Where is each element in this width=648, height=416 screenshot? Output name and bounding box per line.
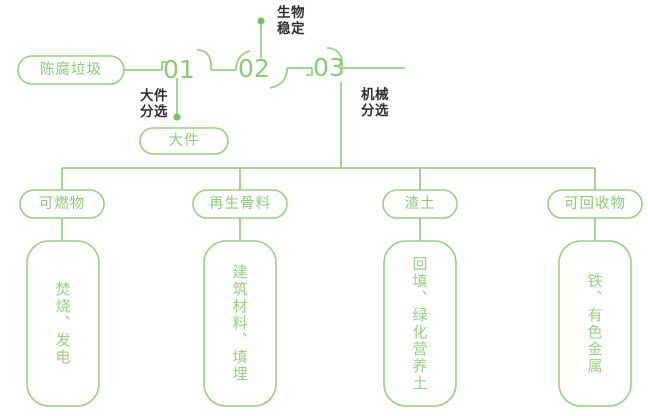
output-pill-label-1: 可燃物: [38, 196, 86, 212]
pill-outline-output-4: [547, 189, 643, 219]
pill-outline-output-1: [19, 189, 105, 219]
detail-box-4: 铁、有色金属: [559, 241, 631, 406]
detail-box-text-3: 回填、绿化营养土: [410, 255, 429, 392]
pill-outline-output-3: [382, 189, 458, 219]
output-pill-label-2: 再生骨料: [209, 196, 271, 212]
dot-marker-bulky: [173, 113, 181, 121]
detail-box-text-1: 焚烧、发电: [53, 281, 72, 366]
step-annotation-03: 机械 分选: [361, 87, 389, 119]
pill-outline-bulky: [139, 127, 229, 155]
detail-box-outline-4: [558, 240, 632, 407]
step-number-01: 01: [163, 55, 195, 84]
side-output-label: 大件: [168, 133, 200, 149]
step-annotation-01: 大件 分选: [140, 88, 168, 120]
output-pill-label-3: 渣土: [404, 196, 436, 212]
detail-box-outline-3: [383, 240, 457, 407]
dot-marker-biostable: [257, 17, 265, 25]
detail-box-outline-2: [203, 240, 277, 407]
detail-box-text-2: 建筑材料、填埋: [230, 264, 249, 383]
detail-box-outline-1: [26, 240, 100, 407]
pill-outline-source: [17, 55, 125, 85]
detail-box-text-4: 铁、有色金属: [585, 272, 604, 375]
pill-outline-output-2: [192, 189, 288, 219]
step-annotation-02: 生物 稳定: [277, 5, 305, 37]
node-01-left-bracket: [161, 61, 168, 70]
detail-box-1: 焚烧、发电: [27, 241, 99, 406]
source-node-label: 陈腐垃圾: [40, 62, 102, 78]
output-pill-label-4: 可回收物: [564, 196, 626, 212]
step-number-03: 03: [313, 53, 345, 82]
node-03-right-arc: [326, 47, 343, 68]
detail-box-3: 回填、绿化营养土: [384, 241, 456, 406]
step-number-02: 02: [238, 54, 270, 83]
node-01-right-arc: [196, 49, 212, 70]
node-02-left-arc: [235, 50, 251, 71]
node-02-right-arc: [269, 68, 288, 89]
node-03-left-bracket: [306, 68, 313, 76]
detail-box-2: 建筑材料、填埋: [204, 241, 276, 406]
